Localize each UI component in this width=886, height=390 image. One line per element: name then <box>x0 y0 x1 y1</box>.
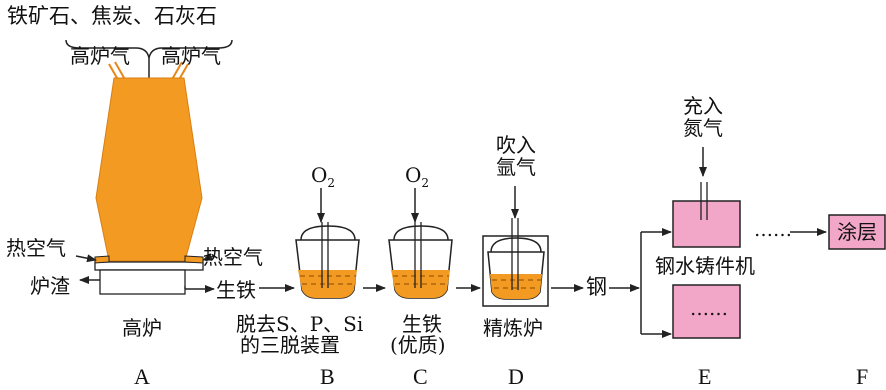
coating-label: 涂层 <box>837 220 877 244</box>
furnace-hearth <box>94 261 204 271</box>
raw-materials-label: 铁矿石、焦炭、石灰石 <box>7 4 217 28</box>
stage-letter-b: B <box>320 364 335 389</box>
hot-air-right-label: 热空气 <box>203 245 263 269</box>
slag-label: 炉渣 <box>30 274 70 298</box>
dots-box: …… <box>690 298 728 320</box>
vessel-b <box>295 188 360 299</box>
tuyere-left <box>94 255 110 264</box>
oxygen-b-label: O2 <box>311 163 336 190</box>
vessel-c <box>388 188 453 299</box>
nitrogen-label: 充入 氮气 <box>679 95 727 139</box>
oxygen-b-subscript: 2 <box>327 176 336 190</box>
argon-label: 吹入 氩气 <box>492 134 540 178</box>
gas-right-label: 高炉气 <box>161 44 221 68</box>
caster <box>640 147 827 339</box>
stage-letter-f: F <box>856 364 869 389</box>
stage-letter-c: C <box>413 364 428 389</box>
blast-furnace <box>65 39 233 295</box>
caster-label: 钢水铸件机 <box>655 254 755 278</box>
oxygen-c-subscript: 2 <box>421 176 430 190</box>
nitrogen-line2: 氮气 <box>683 116 723 140</box>
furnace-base <box>99 269 186 295</box>
caster-box-bottom <box>672 284 741 339</box>
oxygen-c-label: O2 <box>405 163 430 190</box>
argon-line1: 吹入 <box>496 133 536 157</box>
refining-furnace <box>482 186 549 307</box>
furnace-body <box>95 77 203 262</box>
gas-left-label: 高炉气 <box>70 44 130 68</box>
dots-mid: …… <box>754 219 792 241</box>
pig-iron-label: 生铁 <box>216 278 256 302</box>
nitrogen-line1: 充入 <box>683 94 723 118</box>
hot-air-left-arrow <box>75 254 97 263</box>
desulfur-line1: 脱去S、P、Si <box>236 312 364 336</box>
stage-letter-a: A <box>134 364 150 389</box>
refining-furnace-label: 精炼炉 <box>483 316 543 340</box>
argon-line2: 氩气 <box>496 155 536 179</box>
refining-lid <box>490 237 542 253</box>
quality-line2: (优质) <box>390 333 446 357</box>
quality-line1: 生铁 <box>402 312 442 336</box>
stage-letter-e: E <box>698 364 712 389</box>
tuyere-right <box>184 255 204 264</box>
steel-label: 钢 <box>586 275 607 299</box>
refining-liquid <box>490 274 542 299</box>
hot-air-right-arrow <box>202 253 215 261</box>
hot-air-left-label: 热空气 <box>6 236 66 260</box>
stage-letter-d: D <box>508 364 524 389</box>
desulfur-line2: 的三脱装置 <box>240 333 340 357</box>
coating-box <box>828 214 886 250</box>
furnace-name-label: 高炉 <box>122 316 162 340</box>
